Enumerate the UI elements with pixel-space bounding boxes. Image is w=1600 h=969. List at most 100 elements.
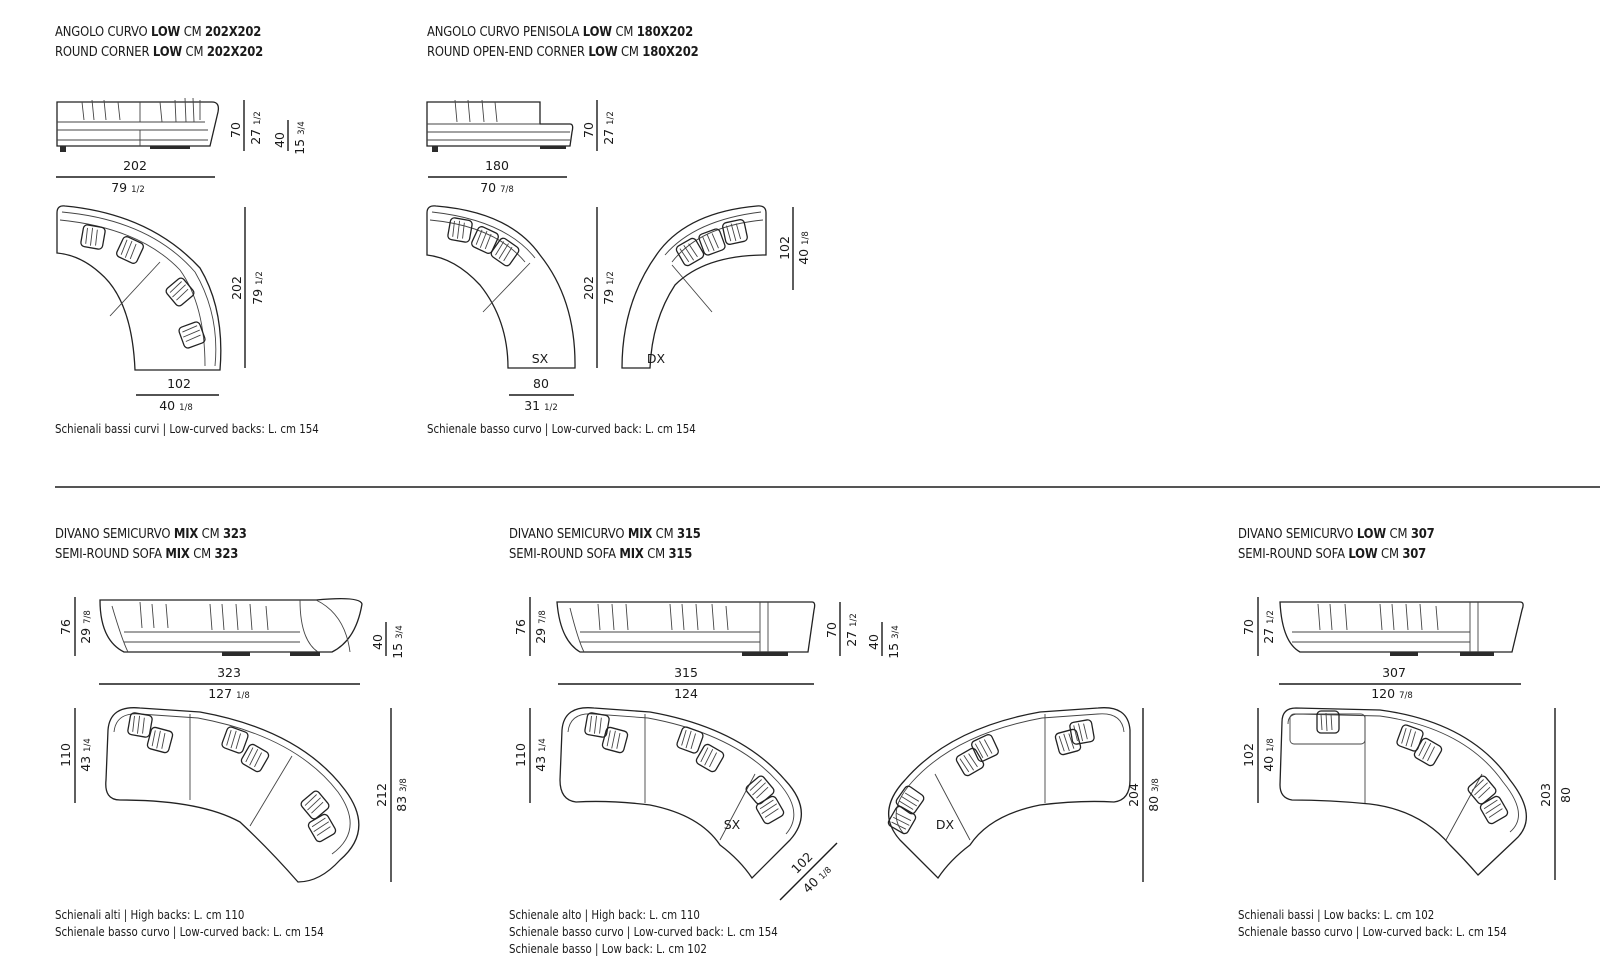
dim-label-in: 40 1/8 — [1261, 738, 1276, 772]
dim-label: 212 — [374, 783, 389, 807]
dim-label-in: 29 7/8 — [533, 610, 548, 644]
note-line: Schienali bassi | Low backs: L. cm 102 — [1238, 907, 1435, 922]
dim-label-in: 15 3/4 — [292, 121, 307, 155]
dim-round-corner-plan: 202 79 1/2 102 40 1/8 — [136, 207, 265, 413]
dim-label: 203 — [1538, 783, 1553, 807]
note-line: Schienale basso curvo | Low-curved back:… — [509, 924, 778, 939]
title-semi-round-sofa-low-307: DIVANO SEMICURVO LOW CM 307 SEMI-ROUND S… — [1238, 524, 1435, 564]
dim-label-in: 27 1/2 — [1261, 610, 1276, 644]
drawing-open-end-corner-front — [426, 99, 574, 152]
dim-label-in: 83 3/8 — [394, 778, 409, 812]
notes-semi-round-sofa-mix-323: Schienali alti | High backs: L. cm 110 S… — [55, 906, 324, 940]
dim-open-end-corner-front: 180 70 7/8 70 27 1/2 — [428, 100, 616, 195]
notes-semi-round-sofa-mix-315: Schienale alto | High back: L. cm 110 Sc… — [509, 906, 778, 957]
label-sx: SX — [532, 351, 549, 366]
note-line: Schienali alti | High backs: L. cm 110 — [55, 907, 245, 922]
drawing-sofa-mix-315-dx-plan: DX 204 80 3/8 — [886, 707, 1161, 882]
note-line: Schienali bassi curvi | Low-curved backs… — [55, 421, 319, 436]
dim-label-in: 80 3/8 — [1146, 778, 1161, 812]
dim-label: 202 — [123, 158, 147, 173]
dim-label: 70 — [1241, 619, 1256, 635]
dim-label-in: 120 7/8 — [1371, 686, 1413, 701]
dim-label-in: 124 — [674, 686, 698, 701]
dim-label: 323 — [217, 665, 241, 680]
drawing-round-corner-front — [56, 97, 220, 152]
dim-sofa-mix-323-plan: 110 43 1/4 212 83 3/8 — [58, 708, 409, 882]
dim-label: 76 — [58, 619, 73, 635]
dim-label-in: 79 1/2 — [111, 180, 145, 195]
title-it: DIVANO SEMICURVO LOW CM 307 — [1238, 526, 1435, 542]
drawing-sofa-mix-323-front — [99, 598, 363, 656]
dim-label: 80 — [533, 376, 549, 391]
title-round-open-end-corner: ANGOLO CURVO PENISOLA LOW CM 180X202 ROU… — [427, 22, 699, 62]
title-it: DIVANO SEMICURVO MIX CM 323 — [55, 526, 247, 542]
label-sx: SX — [724, 817, 741, 832]
dim-label-in: 40 1/8 — [796, 231, 811, 265]
dim-label: 110 — [513, 743, 528, 767]
dim-sofa-low-307-front: 307 120 7/8 70 27 1/2 — [1241, 597, 1521, 701]
dim-label: 202 — [229, 276, 244, 300]
note-line: Schienale basso curvo | Low-curved back:… — [1238, 924, 1507, 939]
dim-label-in: 43 1/4 — [78, 738, 93, 772]
dim-sofa-low-307-plan: 102 40 1/8 203 80 — [1241, 708, 1573, 880]
dim-sofa-mix-315-front: 315 124 76 29 7/8 70 27 1/2 40 15 3/4 — [513, 597, 901, 701]
dim-label: 102 — [167, 376, 191, 391]
notes-semi-round-sofa-low-307: Schienali bassi | Low backs: L. cm 102 S… — [1238, 906, 1507, 940]
dim-label: 102 — [1241, 743, 1256, 767]
dim-label: 315 — [674, 665, 698, 680]
drawing-sofa-mix-315-sx-plan: SX — [559, 707, 803, 880]
dim-label-in: 127 1/8 — [208, 686, 250, 701]
dim-label-in: 15 3/4 — [390, 625, 405, 659]
drawing-open-end-corner-dx-plan: DX 102 40 1/8 — [621, 205, 811, 369]
dim-label: 70 — [824, 622, 839, 638]
note-line: Schienale basso curvo | Low-curved back:… — [427, 421, 696, 436]
dim-label: 102 — [777, 236, 792, 260]
label-dx: DX — [647, 351, 666, 366]
title-en: SEMI-ROUND SOFA MIX CM 315 — [509, 546, 693, 562]
dim-sofa-mix-323-front: 323 127 1/8 76 29 7/8 40 15 3/4 — [58, 597, 405, 701]
dim-label: 307 — [1382, 665, 1406, 680]
dim-label: 40 — [272, 132, 287, 148]
drawing-sofa-low-307-plan — [1279, 707, 1528, 876]
dim-label-in: 79 1/2 — [250, 271, 265, 305]
dim-label-in: 40 1/8 — [159, 398, 193, 413]
title-semi-round-sofa-mix-315: DIVANO SEMICURVO MIX CM 315 SEMI-ROUND S… — [509, 524, 701, 564]
title-en: ROUND OPEN-END CORNER LOW CM 180X202 — [427, 44, 699, 60]
title-en: ROUND CORNER LOW CM 202X202 — [55, 44, 264, 60]
title-round-corner: ANGOLO CURVO LOW CM 202X202 ROUND CORNER… — [55, 22, 263, 62]
title-it: ANGOLO CURVO PENISOLA LOW CM 180X202 — [427, 24, 693, 40]
dim-label: 70 — [228, 122, 243, 138]
dim-label-in: 15 3/4 — [886, 625, 901, 659]
title-it: DIVANO SEMICURVO MIX CM 315 — [509, 526, 701, 542]
note-line: Schienale basso | Low back: L. cm 102 — [509, 941, 707, 956]
title-it: ANGOLO CURVO LOW CM 202X202 — [55, 24, 262, 40]
dim-label: 70 — [581, 122, 596, 138]
dim-label: 202 — [581, 276, 596, 300]
dim-label-in: 31 1/2 — [524, 398, 558, 413]
section-divider — [55, 486, 1600, 488]
dim-label-in: 79 1/2 — [601, 271, 616, 305]
dim-label-in: 80 — [1558, 787, 1573, 803]
title-semi-round-sofa-mix-323: DIVANO SEMICURVO MIX CM 323 SEMI-ROUND S… — [55, 524, 247, 564]
label-dx: DX — [936, 817, 955, 832]
dim-label-in: 43 1/4 — [533, 738, 548, 772]
dim-label-in: 70 7/8 — [480, 180, 514, 195]
drawing-open-end-corner-sx-plan: SX — [426, 205, 576, 369]
notes-round-corner: Schienali bassi curvi | Low-curved backs… — [55, 420, 319, 437]
dim-label: 40 — [866, 634, 881, 650]
note-line: Schienale basso curvo | Low-curved back:… — [55, 924, 324, 939]
drawing-sofa-mix-323-plan — [105, 707, 360, 883]
dim-open-end-corner-plan: 202 79 1/2 80 31 1/2 — [509, 207, 616, 413]
drawing-round-corner-plan — [56, 205, 222, 371]
drawing-sofa-low-307-front — [1279, 601, 1524, 656]
dim-label-in: 27 1/2 — [248, 111, 263, 145]
dim-label: 204 — [1126, 783, 1141, 807]
dim-label-in: 27 1/2 — [601, 111, 616, 145]
dim-label: 110 — [58, 743, 73, 767]
dim-label: 180 — [485, 158, 509, 173]
notes-round-open-end-corner: Schienale basso curvo | Low-curved back:… — [427, 420, 696, 437]
note-line: Schienale alto | High back: L. cm 110 — [509, 907, 700, 922]
dim-label-in: 27 1/2 — [844, 613, 859, 647]
dim-label: 76 — [513, 619, 528, 635]
